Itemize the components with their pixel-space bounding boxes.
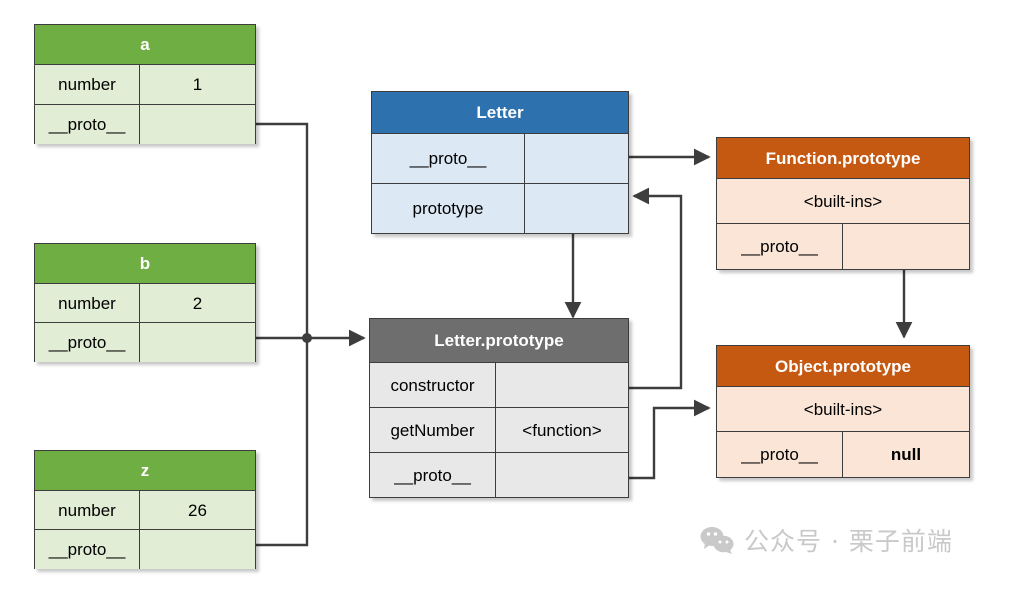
- box-objectproto-row0-key: __proto__: [717, 432, 843, 477]
- constructor-box-letter: Letter __proto__ prototype: [371, 91, 629, 234]
- builtin-box-function-prototype: Function.prototype <built-ins> __proto__: [716, 137, 970, 270]
- box-letter-row1-value: [525, 184, 628, 233]
- table-row: __proto__ null: [717, 432, 969, 477]
- box-a-row0-key: number: [35, 65, 140, 104]
- box-z-row0-value: 26: [188, 500, 207, 520]
- box-b-title: b: [35, 244, 255, 284]
- box-functionproto-title: Function.prototype: [717, 138, 969, 179]
- table-row: __proto__: [717, 224, 969, 269]
- table-row: <built-ins>: [717, 387, 969, 432]
- dot-junction: [302, 333, 312, 343]
- box-letterproto-row1-key: getNumber: [370, 408, 496, 452]
- table-row: number 26: [35, 491, 255, 530]
- wechat-icon: [700, 527, 734, 554]
- box-a-row1-value: [140, 105, 255, 144]
- box-z-row1-value: [140, 530, 255, 569]
- table-row: __proto__: [35, 105, 255, 144]
- box-letter-title: Letter: [372, 92, 628, 134]
- box-b-row1-key: __proto__: [35, 323, 140, 362]
- table-row: constructor: [370, 363, 628, 408]
- box-letter-row0-value: [525, 134, 628, 183]
- box-letterproto-row2-key: __proto__: [370, 453, 496, 497]
- box-z-row0-key: number: [35, 491, 140, 529]
- box-a-row1-key: __proto__: [35, 105, 140, 144]
- table-row: __proto__: [35, 530, 255, 569]
- box-b-row0-value: 2: [192, 293, 203, 313]
- table-row: number 2: [35, 284, 255, 323]
- box-letterproto-row0-key: constructor: [370, 363, 496, 407]
- box-b-row1-value: [140, 323, 255, 362]
- watermark: 公众号 · 栗子前端: [700, 522, 953, 558]
- box-z-title: z: [35, 451, 255, 491]
- box-a-row0-value: 1: [192, 75, 203, 94]
- prototype-box-letter-prototype: Letter.prototype constructor getNumber <…: [369, 318, 629, 498]
- box-letterproto-title: Letter.prototype: [370, 319, 628, 363]
- watermark-text: 公众号 · 栗子前端: [744, 527, 953, 556]
- object-box-z: z number 26 __proto__: [34, 450, 256, 569]
- builtin-box-object-prototype: Object.prototype <built-ins> __proto__ n…: [716, 345, 970, 478]
- box-functionproto-row0-value: [843, 224, 969, 269]
- table-row: __proto__: [35, 323, 255, 362]
- table-row: getNumber <function>: [370, 408, 628, 453]
- box-objectproto-row0-value: null: [890, 445, 922, 464]
- box-a-title: a: [35, 25, 255, 65]
- table-row: prototype: [372, 184, 628, 233]
- box-letter-row0-key: __proto__: [372, 134, 525, 183]
- box-objectproto-builtins: <built-ins>: [803, 399, 883, 419]
- box-letterproto-row0-value: [496, 363, 628, 407]
- object-box-a: a number 1 __proto__: [34, 24, 256, 144]
- table-row: <built-ins>: [717, 179, 969, 224]
- table-row: __proto__: [372, 134, 628, 184]
- box-functionproto-row0-key: __proto__: [717, 224, 843, 269]
- box-z-row1-key: __proto__: [35, 530, 140, 569]
- box-objectproto-title: Object.prototype: [717, 346, 969, 387]
- box-letterproto-row1-value: <function>: [522, 420, 602, 440]
- box-letter-row1-key: prototype: [372, 184, 525, 233]
- table-row: __proto__: [370, 453, 628, 497]
- table-row: number 1: [35, 65, 255, 105]
- object-box-b: b number 2 __proto__: [34, 243, 256, 362]
- box-b-row0-key: number: [35, 284, 140, 322]
- box-functionproto-builtins: <built-ins>: [803, 191, 883, 211]
- box-letterproto-row2-value: [496, 453, 628, 497]
